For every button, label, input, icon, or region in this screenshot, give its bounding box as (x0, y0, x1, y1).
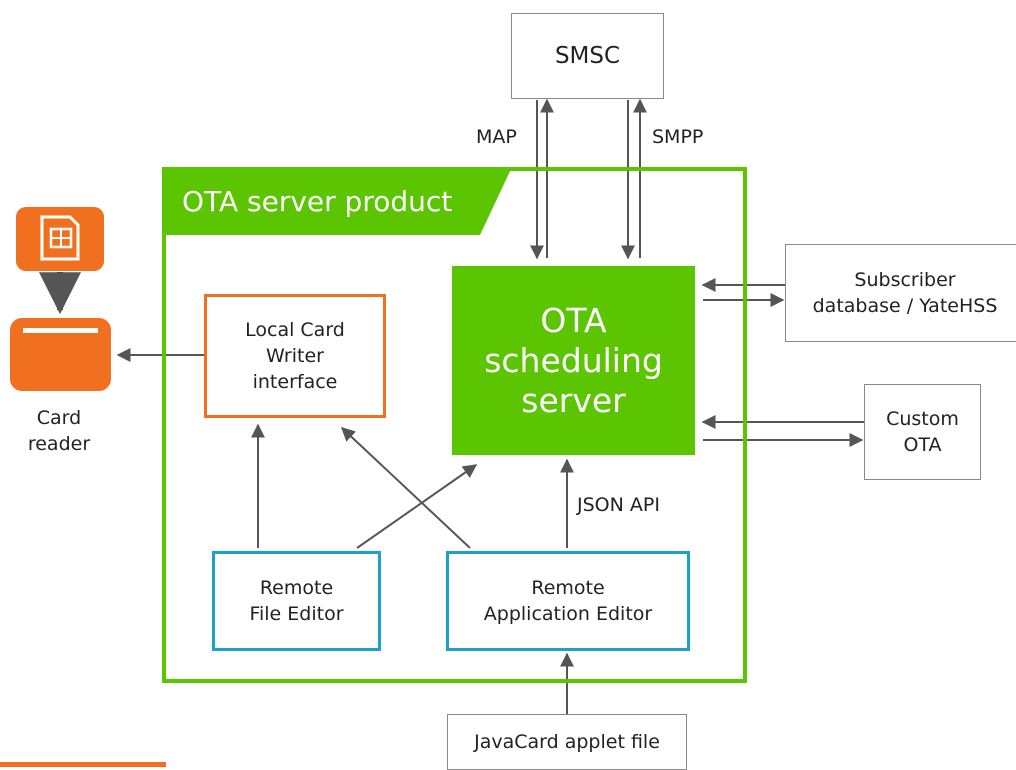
app-editor-to-writer-arrow (340, 427, 471, 549)
remote-application-editor-box: Remote Application Editor (446, 551, 690, 651)
smsc-label: SMSC (554, 43, 621, 69)
subscriber-database-box: Subscriber database / YateHSS (785, 244, 1016, 342)
smsc-box: SMSC (511, 13, 664, 99)
subscriber-database-label: Subscriber database / YateHSS (812, 269, 998, 317)
javacard-applet-file-label: JavaCard applet file (474, 731, 660, 753)
map-label: MAP (476, 126, 517, 148)
card-reader-label: Card reader (27, 407, 91, 455)
file-editor-to-server-arrow (356, 464, 478, 549)
sim-card-icon (16, 207, 104, 271)
ota-product-title-tab (162, 167, 512, 235)
remote-file-editor-box: Remote File Editor (212, 551, 381, 651)
custom-ota-label: Custom OTA (886, 408, 959, 456)
remote-application-editor-label: Remote Application Editor (483, 577, 653, 625)
ota-server-product-container: OTA server product (162, 167, 747, 683)
card-reader-icon (10, 318, 111, 391)
orange-accent-bar (0, 762, 166, 767)
smpp-label: SMPP (652, 126, 704, 148)
local-card-writer-box: Local Card Writer interface (204, 294, 386, 418)
ota-product-title: OTA server product (182, 185, 453, 218)
custom-ota-box: Custom OTA (864, 384, 981, 480)
sim-chip-icon (40, 215, 80, 261)
ota-scheduling-server-box: OTA scheduling server (452, 266, 695, 455)
javacard-applet-file-box: JavaCard applet file (447, 714, 687, 770)
ota-scheduling-server-label: OTA scheduling server (484, 300, 663, 420)
json-api-label: JSON API (577, 494, 660, 516)
remote-file-editor-label: Remote File Editor (249, 577, 344, 625)
local-card-writer-label: Local Card Writer interface (245, 319, 345, 393)
